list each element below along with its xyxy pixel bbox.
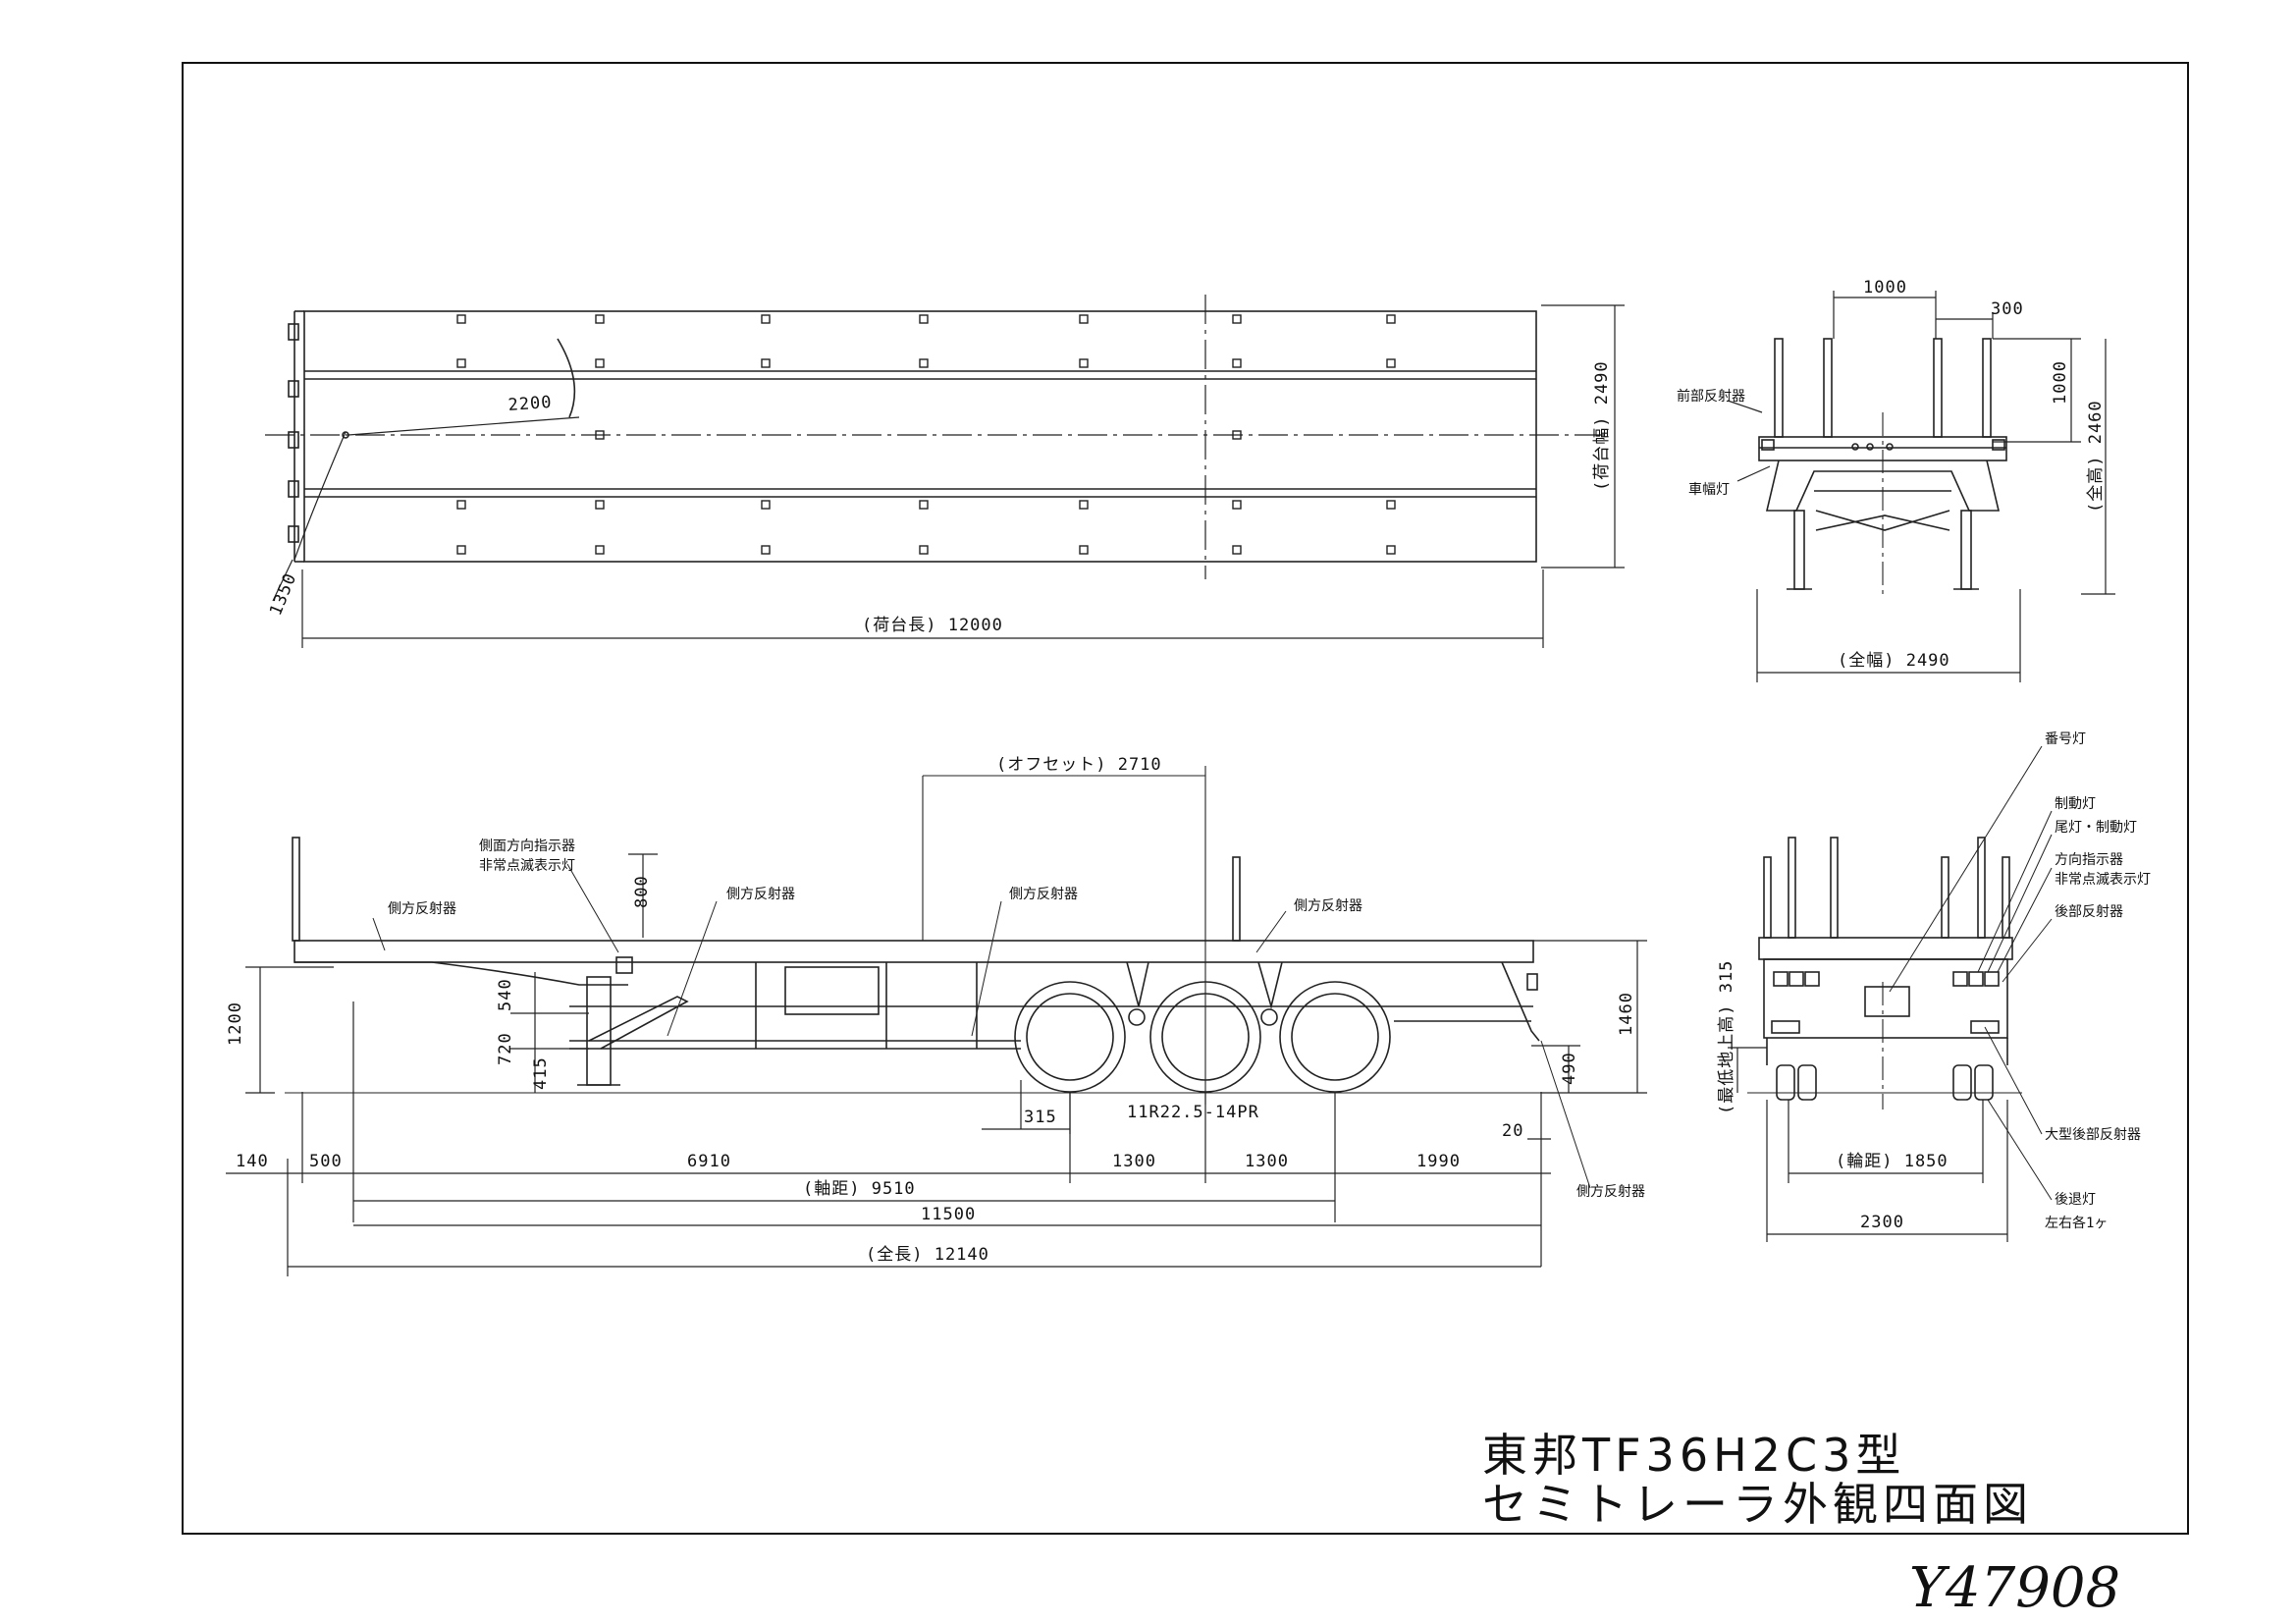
side-view-leader-lines	[372, 863, 1591, 1189]
side-20-dimension: 20	[1502, 1121, 1523, 1141]
side-800-dimension: 800	[632, 875, 652, 908]
side-315-dimension: 315	[1024, 1108, 1057, 1127]
front-1000-top-dimension: 1000	[1863, 278, 1907, 298]
side-11500-dimension: 11500	[921, 1205, 976, 1224]
radius-2200-dimension: 2200	[507, 393, 553, 415]
side-reflector-label-3: 側方反射器	[1009, 887, 1078, 902]
drawing-title-description: セミトレーラ外観四面図	[1482, 1478, 2033, 1531]
tail-stop-lamp-label: 尾灯・制動灯	[2055, 820, 2137, 836]
rear-2300-dimension: 2300	[1860, 1213, 1904, 1232]
ground-clearance-dimension: (最低地上高) 315	[1717, 960, 1736, 1114]
front-view	[1758, 338, 2007, 599]
plan-stake-pockets	[456, 314, 1396, 555]
side-1300b-dimension: 1300	[1245, 1152, 1289, 1171]
front-300-dimension: 300	[1991, 299, 2024, 319]
hazard-lamp-label: 非常点滅表示灯	[479, 858, 575, 874]
side-720-dimension: 720	[496, 1032, 515, 1065]
deck-width-dimension: (荷台幅) 2490	[1592, 360, 1612, 491]
side-reflector-label-4: 側方反射器	[1294, 898, 1362, 914]
side-reflector-label-2: 側方反射器	[726, 887, 795, 902]
track-width-dimension: (輪距) 1850	[1836, 1152, 1949, 1171]
side-490-dimension: 490	[1560, 1052, 1579, 1085]
side-140-dimension: 140	[236, 1152, 269, 1171]
side-view	[285, 766, 1541, 1105]
marker-lamp-label: 車幅灯	[1688, 481, 1730, 498]
rear-reflector-label: 後部反射器	[2055, 904, 2123, 920]
offset-dimension: (オフセット) 2710	[996, 755, 1162, 775]
rear-view-leader-lines	[1889, 745, 2053, 1201]
drawing-border	[182, 62, 2189, 1535]
deck-length-dimension: (荷台長) 12000	[862, 616, 1003, 635]
plan-view	[265, 295, 1610, 602]
tire-size-label: 11R22.5-14PR	[1127, 1103, 1259, 1122]
plan-dimension-lines	[301, 304, 1625, 648]
reverse-lamp-label: 後退灯	[2055, 1192, 2096, 1208]
rear-dimension-lines	[1728, 1047, 2008, 1242]
side-6910-dimension: 6910	[687, 1152, 731, 1171]
side-reflector-label-5: 側方反射器	[1576, 1184, 1645, 1200]
side-500-dimension: 500	[309, 1152, 343, 1171]
overall-length-dimension: (全長) 12140	[866, 1245, 989, 1265]
side-1200-dimension: 1200	[226, 1001, 245, 1046]
large-rear-reflector-label: 大型後部反射器	[2045, 1127, 2141, 1143]
front-dimension-lines	[1727, 291, 2115, 682]
side-turn-signal-label: 側面方向指示器	[479, 839, 575, 854]
side-1300a-dimension: 1300	[1112, 1152, 1156, 1171]
side-1990-dimension: 1990	[1416, 1152, 1461, 1171]
side-540-dimension: 540	[496, 978, 515, 1011]
side-dimension-lines	[226, 853, 1647, 1276]
turn-signal-label: 方向指示器	[2055, 852, 2123, 868]
front-1000-side-dimension: 1000	[2051, 360, 2070, 405]
hazard-display-label: 非常点滅表示灯	[2055, 872, 2151, 888]
handwritten-reference: Y47908	[1909, 1556, 2120, 1620]
wheelbase-dimension: (軸距) 9510	[803, 1179, 916, 1199]
drawing-title-model: 東邦TF36H2C3型	[1482, 1429, 1905, 1482]
each-side-note: 左右各1ヶ	[2045, 1216, 2108, 1231]
plate-lamp-label: 番号灯	[2045, 731, 2086, 747]
front-reflector-label: 前部反射器	[1677, 388, 1745, 405]
overall-width-dimension: (全幅) 2490	[1838, 651, 1950, 671]
side-reflector-label-1: 側方反射器	[388, 901, 456, 917]
side-1460-dimension: 1460	[1617, 992, 1636, 1036]
overall-height-dimension: (全高) 2460	[2086, 400, 2106, 513]
side-415-dimension: 415	[531, 1056, 551, 1090]
stop-lamp-label: 制動灯	[2055, 796, 2096, 812]
